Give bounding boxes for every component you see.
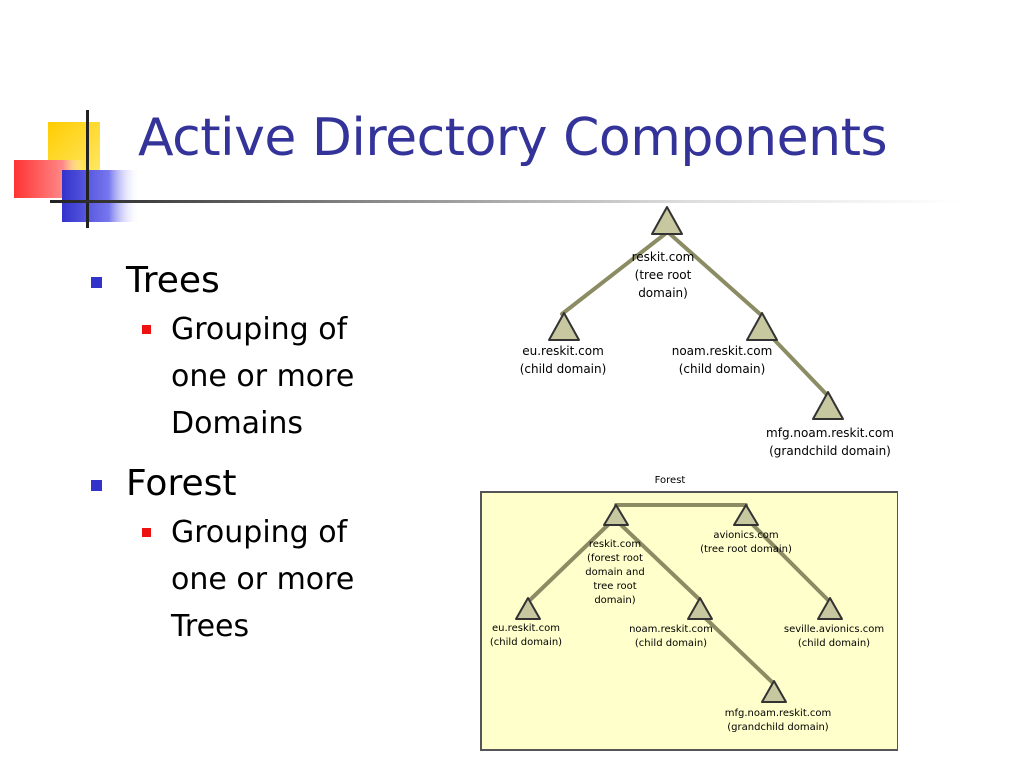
sub-bullet-line: Grouping of: [171, 312, 348, 347]
child-label-eu: (child domain): [520, 362, 607, 376]
sub-bullet-line: Trees: [171, 609, 250, 644]
blue-block: [62, 170, 140, 222]
forest-diagram: Forest reskit.com (forest root domain an…: [480, 475, 898, 751]
domain-triangle-icon: [812, 391, 844, 420]
bullet-text: Forest: [126, 463, 237, 504]
domain-triangle-icon: [548, 312, 580, 341]
forest-root-label: domain and: [585, 567, 644, 578]
sub-bullet-line: one or more: [171, 562, 355, 597]
forest-title: Forest: [655, 475, 686, 486]
sub-bullet-forest: Grouping of one or more Trees: [88, 509, 418, 650]
domain-triangle-icon: [817, 597, 843, 620]
tree-edge: [668, 232, 762, 316]
domain-triangle-icon: [603, 504, 629, 526]
page-title: Active Directory Components: [138, 108, 888, 168]
child-label-eu: eu.reskit.com: [492, 623, 560, 634]
domain-triangle-icon: [761, 680, 787, 703]
child-label-seville: seville.avionics.com: [784, 624, 884, 635]
avionics-root-label: (tree root domain): [700, 544, 792, 555]
tree-root-label: reskit.com: [632, 250, 695, 264]
sub-bullet-line: Domains: [171, 406, 304, 441]
forest-root-label: domain): [594, 595, 635, 606]
forest-root-label: tree root: [593, 581, 636, 592]
domain-triangle-icon: [515, 597, 541, 620]
bullet-forest: Forest: [88, 461, 418, 507]
grandchild-label: (grandchild domain): [769, 444, 891, 458]
grandchild-label: mfg.noam.reskit.com: [766, 426, 894, 440]
corner-decoration: [14, 110, 140, 228]
forest-root-label: reskit.com: [589, 539, 641, 550]
tree-root-label: domain): [638, 286, 688, 300]
grandchild-label: (grandchild domain): [727, 722, 829, 733]
title-underline: [50, 200, 960, 203]
square-bullet-icon: [91, 480, 102, 491]
sub-bullet-line: one or more: [171, 359, 355, 394]
bullet-text: Trees: [126, 260, 220, 301]
child-label-noam: (child domain): [635, 638, 707, 649]
domain-triangle-icon: [687, 597, 713, 620]
child-label-eu: (child domain): [490, 637, 562, 648]
child-label-seville: (child domain): [798, 638, 870, 649]
child-label-noam: noam.reskit.com: [629, 624, 713, 635]
domain-triangle-icon: [746, 312, 778, 341]
bullet-trees: Trees: [88, 258, 418, 304]
forest-edge: [748, 520, 830, 602]
tree-edge: [560, 232, 667, 316]
forest-panel: [480, 491, 898, 751]
sub-bullet-line: Grouping of: [171, 515, 348, 550]
domain-triangle-icon: [733, 504, 759, 526]
vertical-rule: [86, 110, 89, 228]
child-label-eu: eu.reskit.com: [522, 344, 604, 358]
square-bullet-icon: [142, 325, 151, 334]
square-bullet-icon: [142, 528, 151, 537]
avionics-root-label: avionics.com: [713, 530, 778, 541]
child-label-noam: noam.reskit.com: [672, 344, 773, 358]
sub-bullet-trees: Grouping of one or more Domains: [88, 306, 418, 447]
domain-triangle-icon: [651, 206, 683, 235]
forest-edge: [616, 520, 702, 602]
forest-edge: [700, 613, 774, 684]
square-bullet-icon: [91, 277, 102, 288]
tree-diagram: reskit.com (tree root domain) eu.reskit.…: [520, 206, 894, 458]
grandchild-label: mfg.noam.reskit.com: [725, 708, 832, 719]
child-label-noam: (child domain): [679, 362, 766, 376]
bullet-list: Trees Grouping of one or more Domains Fo…: [88, 258, 418, 650]
forest-root-label: (forest root: [587, 553, 643, 564]
tree-root-label: (tree root: [635, 268, 692, 282]
forest-edge: [528, 520, 613, 602]
